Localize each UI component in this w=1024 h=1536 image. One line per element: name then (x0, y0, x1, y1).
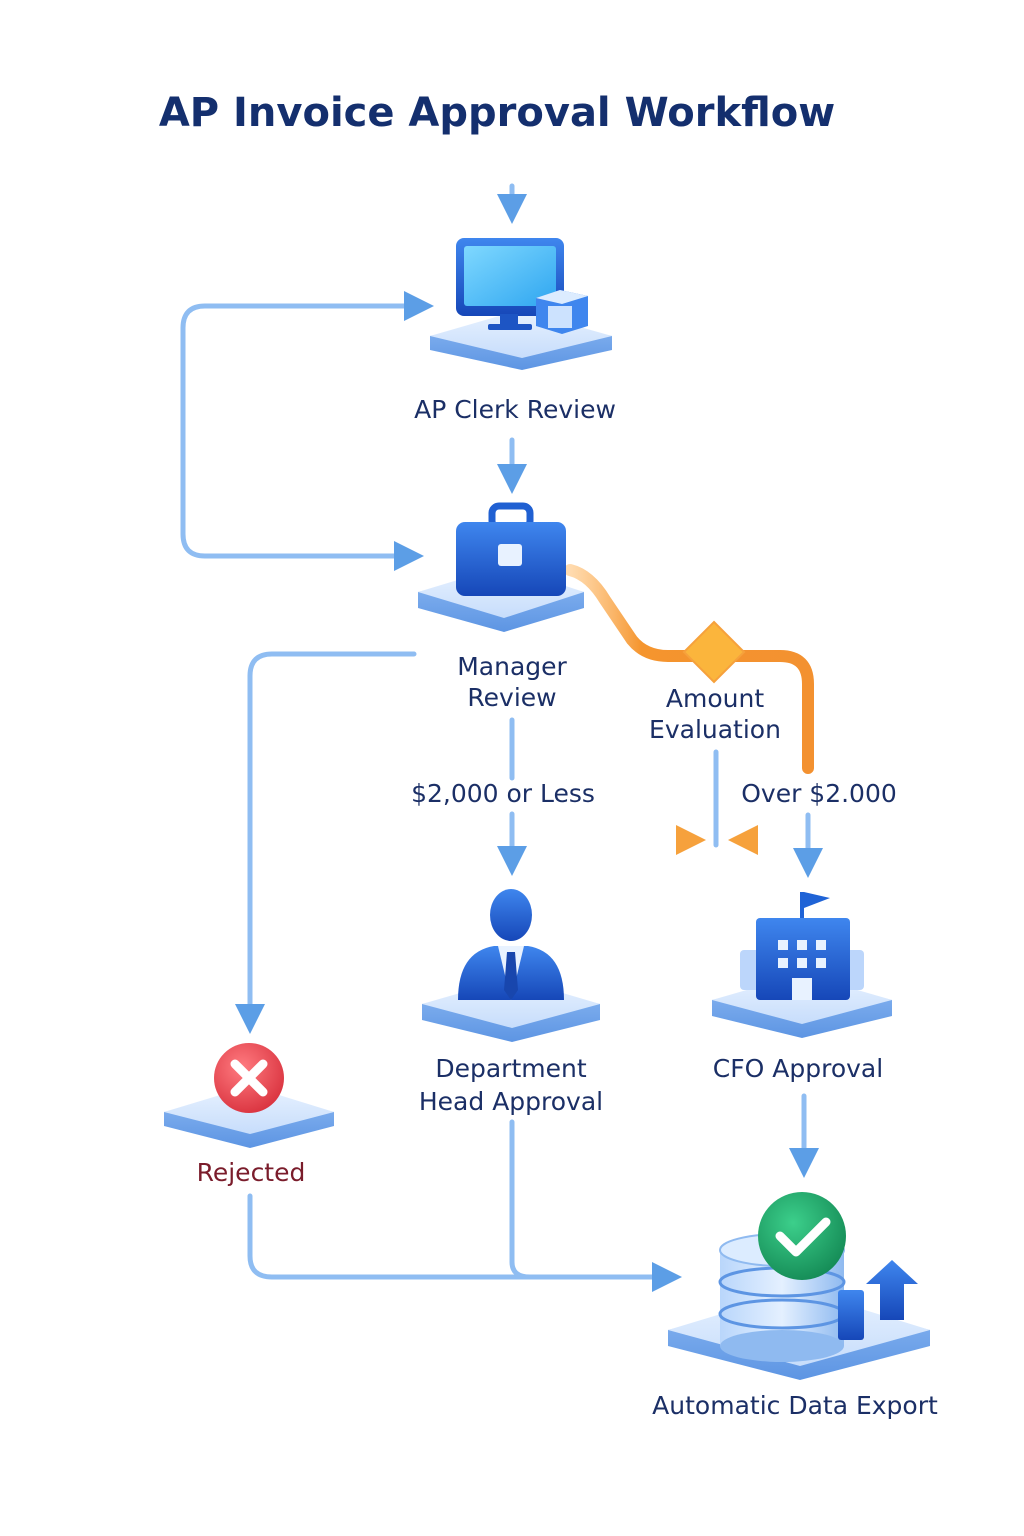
node-ap-clerk[interactable]: AP Clerk Review (414, 238, 616, 424)
platform-top (422, 978, 600, 1028)
node-label-dept-2: Head Approval (419, 1087, 603, 1116)
computer-monitor-icon (456, 238, 588, 334)
node-label-decision-2: Evaluation (649, 715, 781, 744)
edge-rejected-to-export (247, 1193, 682, 1292)
connectors (180, 183, 823, 1292)
platform-top (430, 310, 612, 358)
node-cfo[interactable]: CFO Approval (712, 892, 892, 1083)
edge-label-high-amount: Over $2.000 (741, 779, 897, 808)
node-export[interactable]: Automatic Data Export (652, 1192, 938, 1420)
office-building-icon (740, 892, 864, 1000)
businessman-icon (458, 889, 564, 1000)
page-title: AP Invoice Approval Workflow (159, 90, 835, 136)
briefcase-icon (456, 502, 566, 596)
edge-dept-to-export (509, 1119, 533, 1280)
red-x-icon (214, 1043, 284, 1113)
node-label-manager-1: Manager (457, 652, 567, 681)
node-label-ap-clerk: AP Clerk Review (414, 395, 616, 424)
node-dept-head[interactable]: Department Head Approval (419, 889, 603, 1116)
node-rejected[interactable]: Rejected (164, 1043, 334, 1187)
node-label-manager-2: Review (467, 683, 556, 712)
decision-path (564, 564, 814, 774)
decision-diamond-icon (682, 620, 746, 684)
edge-label-low-amount: $2,000 or Less (411, 779, 595, 808)
database-export-icon (718, 1192, 918, 1362)
node-decision[interactable]: Amount Evaluation (649, 620, 781, 744)
node-label-rejected: Rejected (197, 1158, 306, 1187)
node-label-dept-1: Department (435, 1054, 586, 1083)
node-label-cfo: CFO Approval (713, 1054, 883, 1083)
node-label-decision-1: Amount (666, 684, 764, 713)
node-label-export: Automatic Data Export (652, 1391, 938, 1420)
node-manager[interactable]: Manager Review (418, 502, 584, 712)
edge-return-loop (180, 291, 434, 559)
edge-manager-to-rejected (235, 651, 417, 1034)
